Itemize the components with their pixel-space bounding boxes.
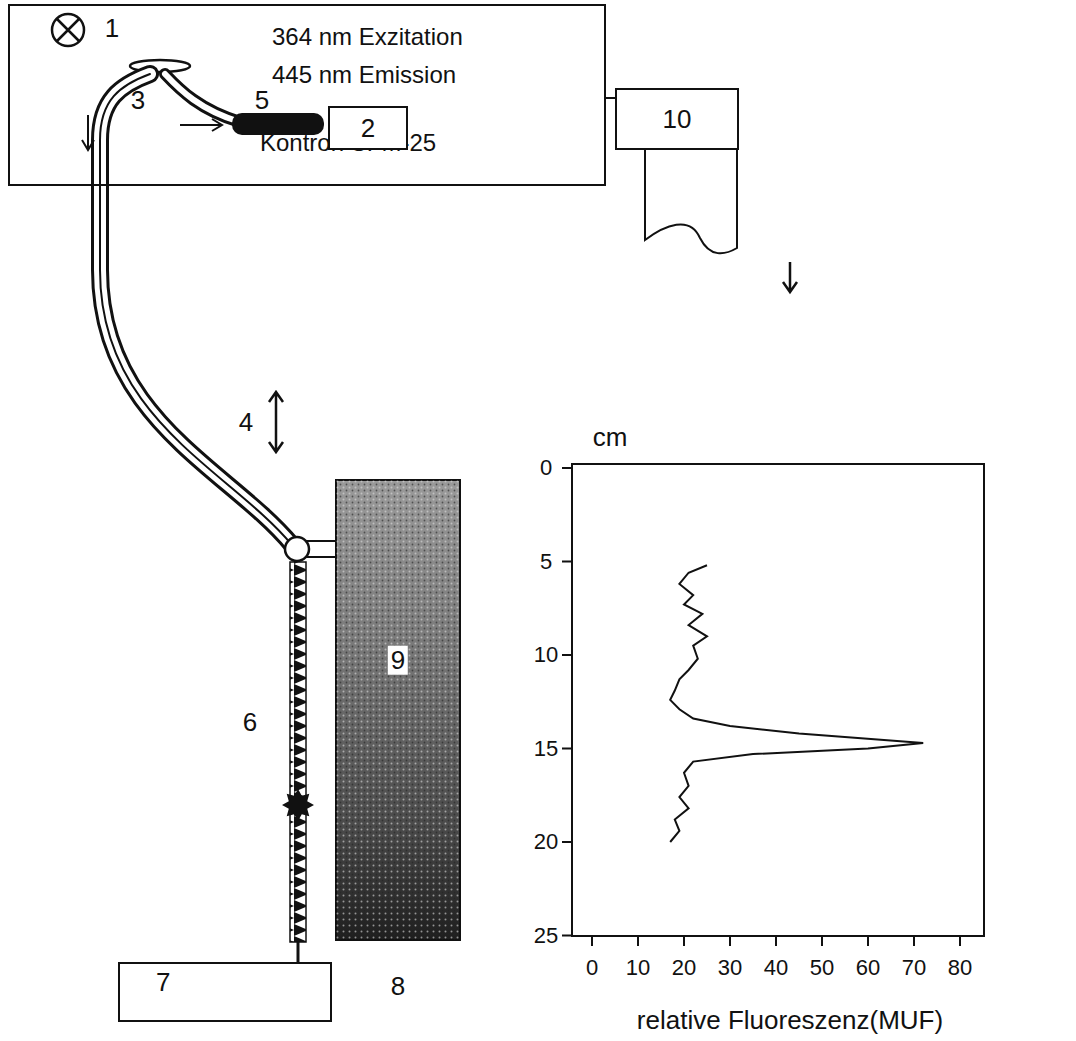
lamp-symbol xyxy=(52,14,84,46)
tick-label: 70 xyxy=(902,956,926,980)
axis-title: relative Fluoreszenz(MUF) xyxy=(637,1006,943,1035)
chart-frame xyxy=(562,464,984,946)
gear-symbol xyxy=(282,789,314,821)
tick-label: 25 xyxy=(534,923,558,947)
tick-label: 20 xyxy=(534,830,558,854)
tick-label: 60 xyxy=(856,956,880,980)
detector-box: 2 xyxy=(328,106,408,150)
light-path-arrows xyxy=(82,115,222,150)
tick-label: 0 xyxy=(540,456,552,480)
tick-label: 40 xyxy=(764,956,788,980)
callout-number: 1 xyxy=(105,14,119,43)
signal-line xyxy=(606,97,615,99)
instrument-label: 364 nm Exzitation xyxy=(272,24,463,50)
tick-label: 15 xyxy=(534,736,558,760)
recorder-paper xyxy=(645,150,737,253)
axis-ticks xyxy=(562,468,960,946)
instrument-label: 445 nm Emission xyxy=(272,62,456,88)
tick-label: 5 xyxy=(540,549,552,573)
callout-number: 9 xyxy=(388,646,408,675)
recorder-box: 10 xyxy=(615,88,739,150)
motion-arrow xyxy=(269,392,283,452)
tick-label: 10 xyxy=(534,643,558,667)
callout-number: 3 xyxy=(131,86,145,115)
callout-number: 6 xyxy=(243,708,257,737)
callout-number: 4 xyxy=(239,408,253,437)
motor-box: 7 xyxy=(118,962,332,1022)
gel-column xyxy=(336,480,460,940)
tick-label: 30 xyxy=(718,956,742,980)
tick-label: 10 xyxy=(626,956,650,980)
tick-label: 50 xyxy=(810,956,834,980)
fluorescence-trace xyxy=(670,565,923,842)
instrument-box: 364 nm Exzitation445 nm EmissionKontron … xyxy=(8,4,606,186)
signal-arrow xyxy=(783,262,797,292)
threaded-spindle xyxy=(290,562,306,942)
callout-number: 8 xyxy=(391,972,405,1001)
probe-head xyxy=(285,537,336,561)
callout-number: 2 xyxy=(361,114,375,143)
tick-label: 20 xyxy=(672,956,696,980)
tick-label: 0 xyxy=(586,956,598,980)
callout-number: 7 xyxy=(156,968,170,997)
callout-number: 5 xyxy=(255,86,269,115)
callout-number: 10 xyxy=(663,105,692,134)
axis-unit: cm xyxy=(593,423,628,452)
tick-label: 80 xyxy=(948,956,972,980)
